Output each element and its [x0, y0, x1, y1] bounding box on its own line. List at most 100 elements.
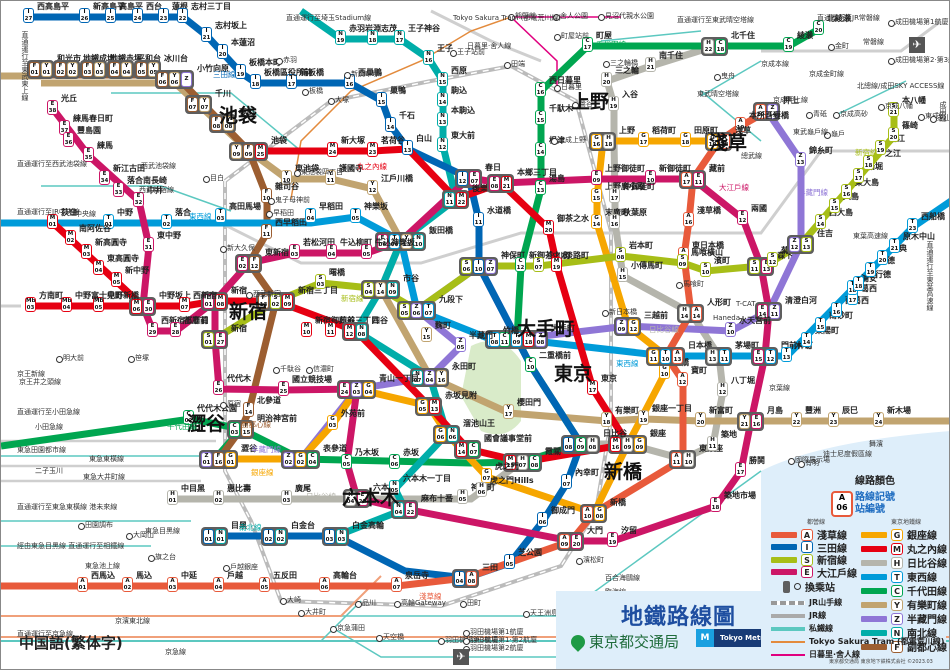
station-name[interactable]: 新宿御苑前: [315, 316, 355, 325]
station-name[interactable]: 森下: [777, 251, 793, 260]
rail-station-dot[interactable]: [302, 89, 309, 96]
station-name[interactable]: 平和台: [137, 54, 161, 63]
rail-station-dot[interactable]: [203, 176, 210, 183]
station-name[interactable]: 明治神宮前: [257, 414, 297, 423]
hub-station-name[interactable]: 澀谷: [187, 413, 226, 435]
rail-station-dot[interactable]: [463, 638, 470, 645]
station-name[interactable]: 代代木公園: [197, 404, 237, 413]
rail-station-dot[interactable]: [554, 85, 561, 92]
station-name[interactable]: 兩國: [751, 204, 767, 213]
station-name[interactable]: 新富町: [709, 406, 733, 415]
station-name[interactable]: 麻布十番: [421, 494, 453, 503]
station-name[interactable]: 光丘: [61, 94, 77, 103]
station-name[interactable]: 三田: [482, 563, 498, 572]
station-name[interactable]: 赤羽岩淵: [349, 24, 381, 33]
station-name[interactable]: 西馬込: [91, 571, 115, 580]
station-name[interactable]: 白山: [416, 134, 432, 143]
station-name[interactable]: 高輪台: [333, 571, 357, 580]
hub-station-name[interactable]: 池袋: [219, 105, 258, 127]
station-name[interactable]: 馬込: [136, 571, 152, 580]
station-name[interactable]: 三越前: [644, 311, 668, 320]
station-name[interactable]: 南行德: [867, 270, 891, 279]
station-name[interactable]: 浦安: [861, 274, 877, 283]
station-name[interactable]: 護國寺: [339, 164, 363, 173]
station-name[interactable]: 本蓮沼: [231, 38, 255, 47]
station-name[interactable]: 西新宿五丁目: [161, 316, 209, 325]
station-name[interactable]: 町屋: [596, 31, 612, 40]
station-name[interactable]: 豐島園: [77, 126, 101, 135]
hub-station-name[interactable]: 新橋: [604, 461, 643, 483]
hub-station-name[interactable]: 新宿: [229, 301, 268, 323]
station-name[interactable]: 落合南長崎: [127, 176, 167, 185]
rail-station-dot[interactable]: [148, 555, 155, 562]
station-name[interactable]: 辰巳: [842, 406, 858, 415]
station-name[interactable]: 王子: [437, 44, 453, 53]
station-name[interactable]: 新大塚: [341, 136, 365, 145]
station-name[interactable]: 本駒込: [451, 106, 475, 115]
station-name[interactable]: 小川町: [547, 251, 571, 260]
station-name[interactable]: 茗荷谷: [381, 136, 405, 145]
station-name[interactable]: 巢鴨: [390, 86, 406, 95]
rail-station-dot[interactable]: [276, 58, 283, 65]
station-name[interactable]: 若松河田: [303, 238, 335, 247]
station-name[interactable]: 日比谷: [603, 429, 627, 438]
station-name[interactable]: 茅場町: [735, 341, 759, 350]
station-name[interactable]: 豐洲: [805, 406, 821, 415]
station-name[interactable]: 築地市場: [724, 491, 756, 500]
station-name[interactable]: 住吉: [817, 229, 833, 238]
station-name[interactable]: 新御茶之水: [529, 251, 569, 260]
station-name[interactable]: 原木中山: [903, 232, 935, 241]
station-name[interactable]: 濱町: [714, 256, 730, 265]
station-name[interactable]: 三之輪: [615, 66, 639, 75]
